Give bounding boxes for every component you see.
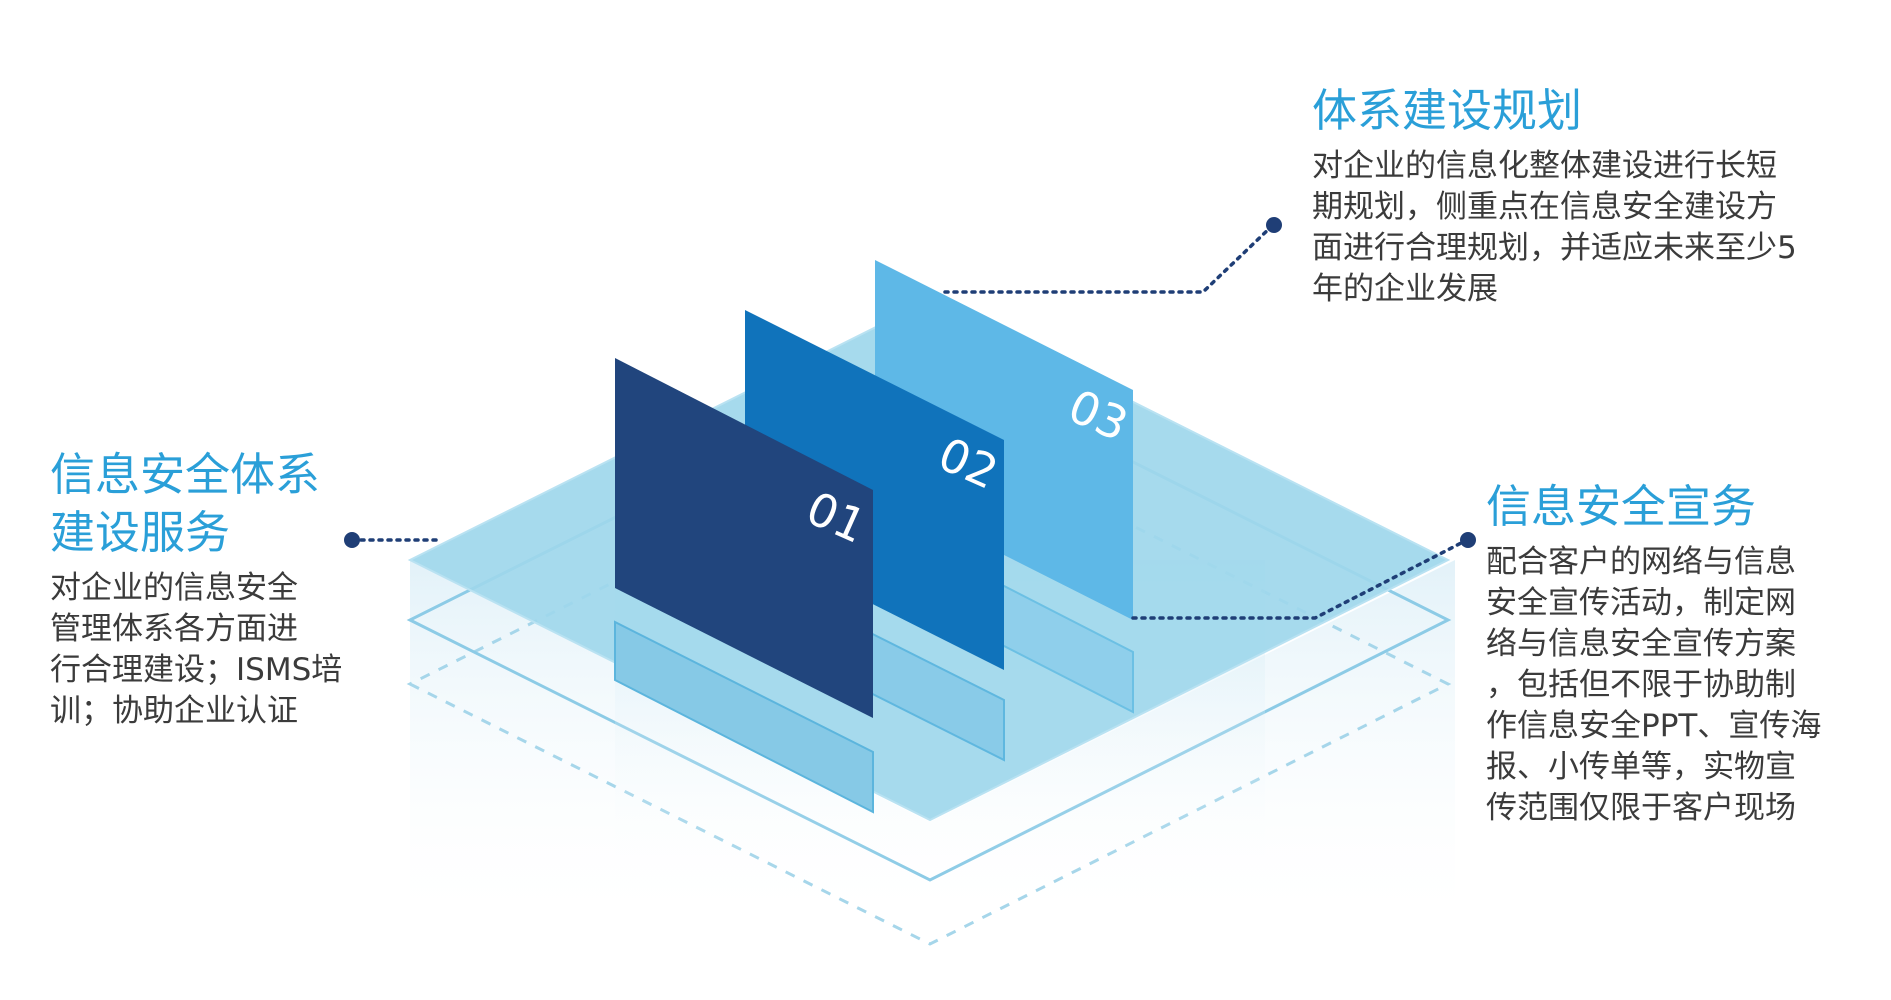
- planning-title-line: 体系建设规划: [1312, 84, 1583, 137]
- service-block: 信息安全体系 建设服务 对企业的信息安全 管理体系各方面进 行合理建设；ISMS…: [50, 446, 380, 732]
- awareness-title-line: 信息安全宣务: [1486, 480, 1757, 533]
- service-desc-line: 管理体系各方面进: [50, 611, 298, 647]
- service-title: 信息安全体系 建设服务: [50, 446, 380, 562]
- connector-planning: [943, 217, 1282, 294]
- awareness-desc-line: 报、小传单等，实物宣: [1486, 749, 1796, 785]
- service-desc-line: 训；协助企业认证: [50, 693, 298, 729]
- panel-01-face: [615, 358, 873, 718]
- awareness-desc-line: 配合客户的网络与信息: [1486, 544, 1796, 580]
- awareness-desc-line: 作信息安全PPT、宣传海: [1486, 708, 1822, 744]
- awareness-block: 信息安全宣务 配合客户的网络与信息 安全宣传活动，制定网 络与信息安全宣传方案 …: [1486, 478, 1886, 829]
- connector-service-dot: [344, 532, 360, 548]
- planning-desc-line: 对企业的信息化整体建设进行长短: [1312, 148, 1777, 184]
- planning-desc-line: 期规划，侧重点在信息安全建设方: [1312, 189, 1777, 225]
- awareness-title: 信息安全宣务: [1486, 478, 1886, 536]
- service-desc-line: 对企业的信息安全: [50, 570, 298, 606]
- connector-service: [344, 532, 442, 548]
- connector-planning-dot: [1266, 217, 1282, 233]
- panel-01: 01: [614, 358, 874, 814]
- service-description: 对企业的信息安全 管理体系各方面进 行合理建设；ISMS培 训；协助企业认证: [50, 568, 380, 732]
- planning-description: 对企业的信息化整体建设进行长短 期规划，侧重点在信息安全建设方 面进行合理规划，…: [1312, 146, 1882, 310]
- panel-02-face: [745, 310, 1004, 670]
- connector-awareness: [1131, 532, 1476, 620]
- service-title-line: 信息安全体系: [50, 448, 321, 501]
- awareness-desc-line: ，包括但不限于协助制: [1486, 667, 1796, 703]
- awareness-desc-line: 安全宣传活动，制定网: [1486, 585, 1796, 621]
- planning-desc-line: 年的企业发展: [1312, 271, 1498, 307]
- awareness-desc-line: 传范围仅限于客户现场: [1486, 790, 1796, 826]
- service-title-line: 建设服务: [50, 506, 231, 559]
- panel-01-base: [614, 620, 874, 814]
- awareness-description: 配合客户的网络与信息 安全宣传活动，制定网 络与信息安全宣传方案 ，包括但不限于…: [1486, 542, 1886, 829]
- planning-block: 体系建设规划 对企业的信息化整体建设进行长短 期规划，侧重点在信息安全建设方 面…: [1312, 82, 1882, 310]
- planning-title: 体系建设规划: [1312, 82, 1882, 140]
- planning-desc-line: 面进行合理规划，并适应未来至少5: [1312, 230, 1797, 266]
- service-desc-line: 行合理建设；ISMS培: [50, 652, 343, 688]
- connector-awareness-dot: [1460, 532, 1476, 548]
- awareness-desc-line: 络与信息安全宣传方案: [1486, 626, 1796, 662]
